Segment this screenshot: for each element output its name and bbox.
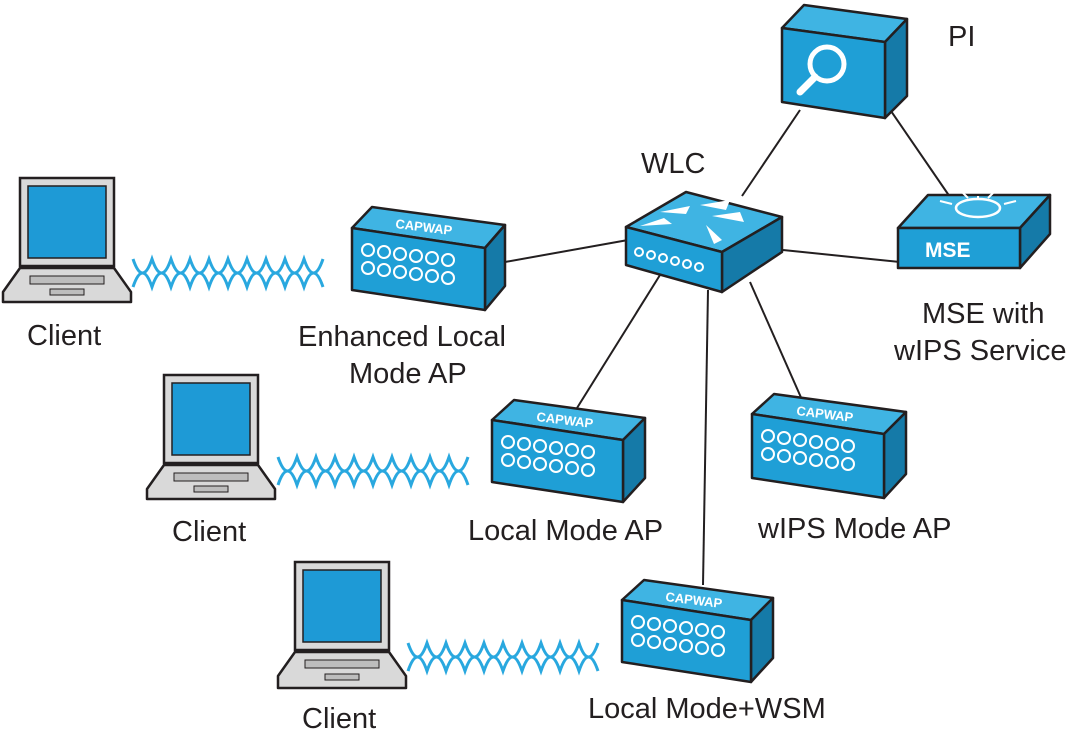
pi-server[interactable] xyxy=(780,3,909,120)
ap-wsm-label: Local Mode+WSM xyxy=(588,693,826,725)
wlc-ports-icon xyxy=(634,247,704,272)
client2-laptop-icon[interactable] xyxy=(145,373,277,501)
ap-wips-mode[interactable]: CAPWAP xyxy=(750,392,908,500)
ap-enhanced-local[interactable]: CAPWAP xyxy=(350,205,507,312)
ap-wips-label: wIPS Mode AP xyxy=(757,513,951,545)
ap-enhanced-label-line1: Enhanced Local xyxy=(298,321,506,353)
ap-enhanced-badge: CAPWAP xyxy=(395,216,454,238)
link-wlc-ap-enhanced xyxy=(504,239,629,263)
wlc-controller[interactable] xyxy=(624,190,784,294)
client3-laptop-icon[interactable] xyxy=(276,560,408,690)
client1-label: Client xyxy=(27,320,101,352)
wireless-links xyxy=(131,254,600,676)
ap-local-label: Local Mode AP xyxy=(468,515,663,547)
link-pi-wlc xyxy=(741,109,801,197)
ap-enhanced-label-line2: Mode AP xyxy=(349,358,467,390)
client2-label: Client xyxy=(172,516,246,548)
wireless-wave-client1 xyxy=(131,254,325,292)
mse-label-line1: MSE with xyxy=(922,298,1044,330)
ap-enhanced-ports-icon xyxy=(361,243,455,285)
link-wlc-ap-local xyxy=(576,274,661,409)
wlc-label: WLC xyxy=(641,148,705,180)
ap-wsm-badge: CAPWAP xyxy=(665,589,724,611)
ap-local-ports-icon xyxy=(501,435,595,477)
pi-label: PI xyxy=(948,21,975,53)
ap-local-badge: CAPWAP xyxy=(536,409,595,431)
client3-label: Client xyxy=(302,703,376,733)
search-icon xyxy=(796,44,847,96)
mse-badge: MSE xyxy=(925,239,971,262)
ap-local-wsm[interactable]: CAPWAP xyxy=(620,578,775,684)
wireless-wave-client3 xyxy=(406,638,600,676)
ap-wsm-ports-icon xyxy=(631,615,725,657)
link-wlc-mse xyxy=(782,249,901,263)
wired-links xyxy=(504,94,951,586)
mse-appliance[interactable]: MSE xyxy=(896,192,1052,270)
mse-label-line2: wIPS Service xyxy=(893,335,1066,367)
lightbulb-icon xyxy=(939,192,1017,219)
link-wlc-ap-wips xyxy=(749,281,804,403)
ap-wips-badge: CAPWAP xyxy=(796,403,855,425)
client1-laptop-icon[interactable] xyxy=(1,176,133,304)
ap-local-mode[interactable]: CAPWAP xyxy=(490,398,647,504)
ap-wips-ports-icon xyxy=(761,429,855,471)
arrows-icon xyxy=(640,200,744,244)
wireless-wave-client2 xyxy=(276,452,470,490)
link-wlc-ap-wsm xyxy=(702,289,709,586)
